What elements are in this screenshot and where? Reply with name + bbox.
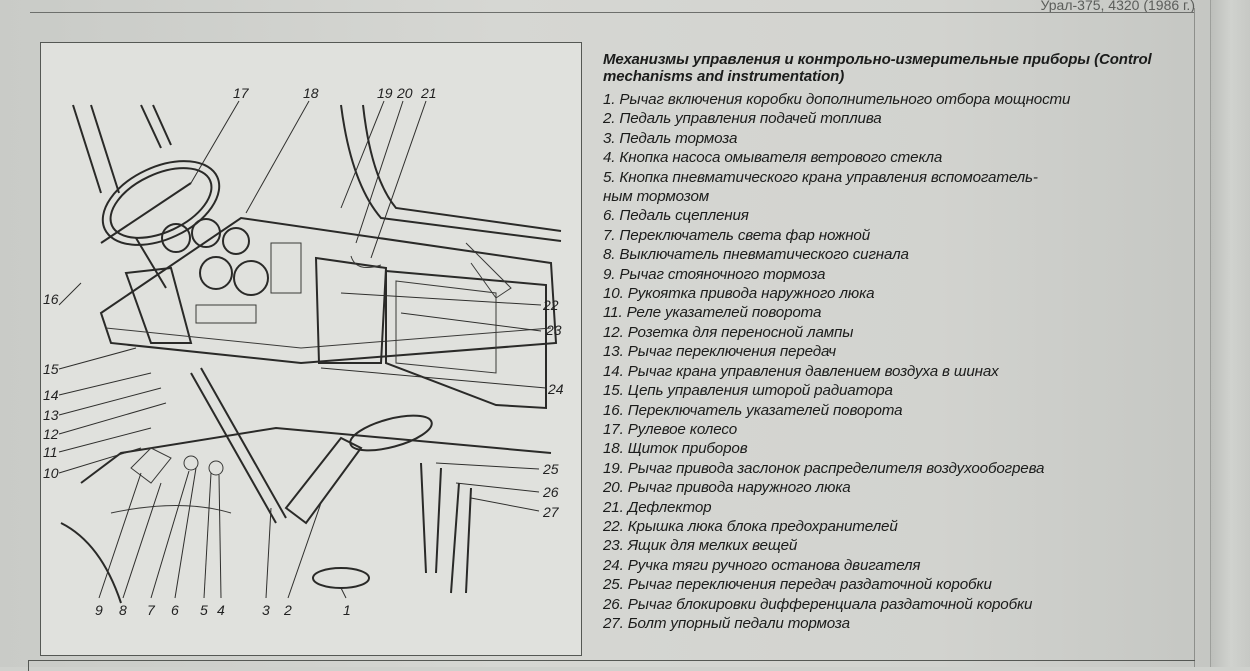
callout-14: 14: [43, 387, 59, 403]
lower-switch-strip: [195, 304, 257, 324]
callout-22: 22: [542, 297, 559, 313]
callout-2: 2: [283, 602, 292, 618]
callout-18: 18: [303, 85, 319, 101]
legend-item: 14. Рычаг крана управления давлением воз…: [603, 362, 999, 380]
right-pillar-frame: [340, 104, 562, 242]
callout-16: 16: [43, 291, 59, 307]
legend-item: 19. Рычаг привода заслонок распределител…: [603, 459, 1045, 477]
legend-item: 25. Рычаг переключения передач раздаточн…: [603, 576, 992, 594]
hatch-lever: [465, 242, 512, 299]
seat-contour: [60, 522, 122, 604]
mid-pillar: [140, 104, 172, 149]
adjacent-page-edge: [1210, 0, 1250, 667]
gauge-5: [233, 260, 269, 296]
callout-8: 8: [119, 602, 127, 618]
callout-24: 24: [547, 381, 564, 397]
brake-pedal-pad: [349, 414, 433, 452]
callout-11: 11: [43, 444, 58, 460]
diff-lock-lever: [450, 482, 472, 594]
callout-25: 25: [542, 461, 559, 477]
legend-item: 12. Розетка для переносной лампы: [603, 323, 854, 341]
legend-item: 1. Рычаг включения коробки дополнительно…: [603, 91, 1071, 108]
gear-lever: [190, 367, 287, 524]
dashboard-outline: [99, 216, 558, 365]
legend-item: 21. Дефлектор: [603, 498, 712, 516]
callout-7: 7: [147, 602, 156, 618]
callout-12: 12: [43, 426, 59, 442]
legend-item: 16. Переключатель указателей поворота: [603, 401, 903, 419]
callout-9: 9: [95, 602, 103, 618]
washer-button: [208, 460, 224, 476]
steering-wheel: [101, 160, 221, 246]
callout-3: 3: [262, 602, 270, 618]
transfer-case-lever: [420, 462, 442, 574]
callout-23: 23: [545, 322, 562, 338]
legend-item: 7. Переключатель света фар ножной: [603, 226, 871, 244]
gauge-4: [199, 256, 233, 290]
parking-brake-handle: [130, 447, 172, 484]
deflector: [350, 255, 382, 268]
figure-caption: Механизмы управления и контрольно-измери…: [603, 51, 1178, 633]
legend-item: ным тормозом: [603, 188, 710, 206]
steering-wheel-inner: [109, 167, 213, 239]
steering-spokes: [100, 182, 192, 289]
callout-4: 4: [217, 602, 225, 618]
legend-item: 15. Цепь управления шторой радиатора: [603, 382, 893, 400]
glovebox: [385, 269, 547, 410]
legend-item: 26. Рычаг блокировки дифференциала разда…: [603, 595, 1033, 613]
legend-item: 5. Кнопка пневматического крана управлен…: [603, 168, 1038, 186]
legend-item: 11. Реле указателей поворота: [603, 304, 822, 322]
legend-item: 17. Рулевое колесо: [603, 420, 738, 438]
pto-lever-knob: [312, 567, 370, 589]
legend-item: 22. Крышка люка блока предохранителей: [603, 517, 898, 535]
gauge-3: [222, 227, 250, 255]
pneumatic-signal-switch: [183, 455, 199, 471]
callout-26: 26: [542, 484, 559, 500]
legend-item: 23. Ящик для мелких вещей: [603, 537, 798, 555]
left-pillar: [72, 104, 120, 194]
legend-item: 3. Педаль тормоза: [603, 129, 738, 147]
cab-controls-illustration: 17 18 19 20 21 22 23 24 25 26 27 16 15 1…: [40, 42, 582, 656]
callout-19: 19: [377, 85, 393, 101]
callout-1: 1: [343, 602, 351, 618]
callout-5: 5: [200, 602, 208, 618]
callout-27: 27: [542, 504, 560, 520]
legend-item: 10. Рукоятка привода наружного люка: [603, 285, 875, 303]
switch-panel: [270, 242, 302, 294]
legend-item: 8. Выключатель пневматического сигнала: [603, 246, 909, 264]
legend-item: 20. Рычаг привода наружного люка: [603, 479, 851, 497]
callout-17: 17: [233, 85, 250, 101]
callout-6: 6: [171, 602, 179, 618]
page-rule: [1194, 8, 1195, 667]
steering-column: [124, 266, 193, 344]
glovebox-lid: [395, 280, 497, 374]
running-header: Урал-375, 4320 (1986 г.): [30, 0, 1195, 13]
legend-item: 2. Педаль управления подачей топлива: [603, 110, 882, 128]
callout-10: 10: [43, 465, 59, 481]
callout-21: 21: [420, 85, 437, 101]
parts-legend: 1. Рычаг включения коробки дополнительно…: [603, 90, 1178, 633]
caption-title: Механизмы управления и контрольно-измери…: [603, 51, 1152, 85]
legend-item: 24. Ручка тяги ручного останова двигател…: [603, 556, 921, 574]
callout-15: 15: [43, 361, 59, 377]
leader-lines: [58, 100, 547, 599]
callout-13: 13: [43, 407, 59, 423]
gauge-1: [161, 223, 191, 253]
legend-item: 4. Кнопка насоса омывателя ветрового сте…: [603, 149, 943, 167]
dashboard-edge: [105, 327, 552, 349]
legend-item: 27. Болт упорный педали тормоза: [603, 614, 850, 632]
gauge-2: [191, 218, 221, 248]
legend-item: 9. Рычаг стояночного тормоза: [603, 265, 826, 283]
fuse-block-cover: [314, 256, 388, 364]
legend-item: 6. Педаль сцепления: [603, 207, 749, 225]
legend-item: 13. Рычаг переключения передач: [603, 343, 836, 361]
cab-drawing: 17 18 19 20 21 22 23 24 25 26 27 16 15 1…: [43, 85, 564, 618]
callout-labels: 17 18 19 20 21 22 23 24 25 26 27 16 15 1…: [43, 85, 564, 618]
floor-line: [80, 426, 552, 484]
throttle-pedal: [284, 436, 363, 525]
callout-20: 20: [396, 85, 413, 101]
legend-item: 18. Щиток приборов: [603, 440, 748, 458]
next-figure-border: [28, 660, 1195, 671]
